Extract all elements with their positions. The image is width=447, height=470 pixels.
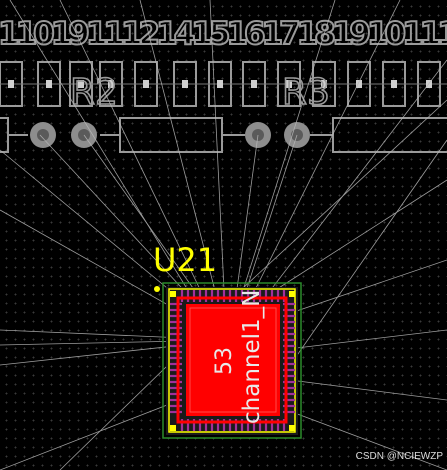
footprint-row [0, 61, 447, 107]
resistor-footprints [0, 117, 447, 153]
thermal-pad [186, 304, 280, 416]
component-origin-marker [154, 286, 160, 292]
watermark: CSDN @NCIEWZP [355, 451, 443, 462]
chip-outline [162, 282, 302, 439]
designator-r2[interactable]: R2 [69, 71, 119, 114]
chip-courtyard [168, 288, 296, 433]
pad-ring [176, 296, 288, 424]
top-strip-text: 1101911121415161718191011121314 [0, 16, 447, 52]
through-hole-pads [30, 122, 310, 148]
designator-u21[interactable]: U21 [153, 241, 217, 279]
corner-marks [170, 291, 295, 431]
footprint-pads [8, 80, 432, 88]
chip-net-name: channel1_N [239, 290, 265, 424]
chip-u21[interactable]: 53 channel1_N [162, 282, 302, 439]
top-silkscreen-strip: 1101911121415161718191011121314 [0, 15, 447, 53]
chip-pin-number: 53 [212, 347, 237, 375]
